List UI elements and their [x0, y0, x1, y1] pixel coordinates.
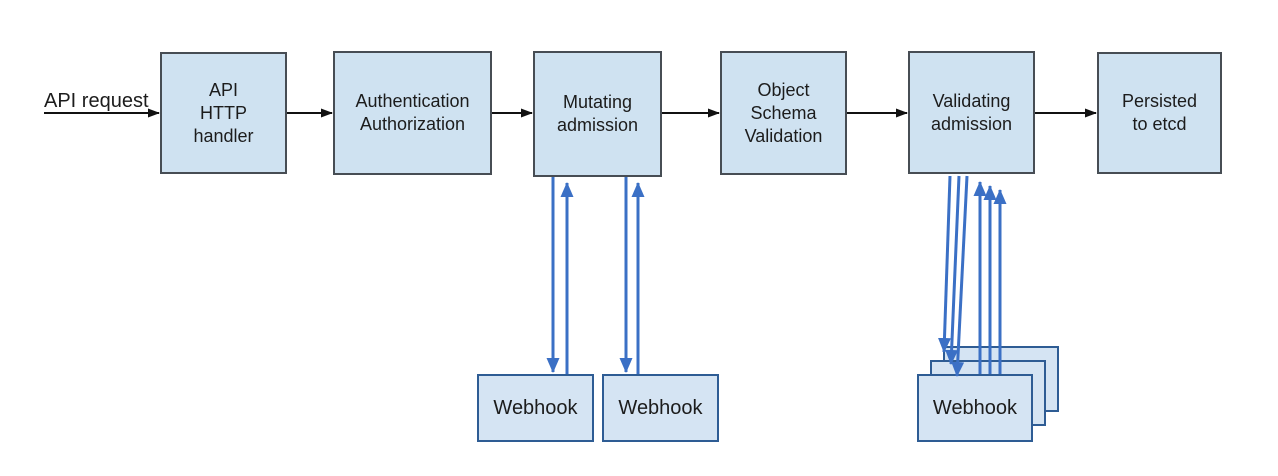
mutating-webhook-box-2: Webhook: [602, 374, 719, 442]
node-label: Object Schema Validation: [744, 79, 823, 146]
node-label: API HTTP handler: [193, 79, 254, 146]
node-api-http-handler: API HTTP handler: [160, 52, 287, 174]
mutating-webhook-box-1: Webhook: [477, 374, 594, 442]
webhook-label: Webhook: [618, 397, 703, 419]
node-label: Authentication Authorization: [355, 91, 470, 134]
webhook-label: Webhook: [932, 397, 1018, 419]
node-mutating-admission: Mutating admission: [533, 51, 662, 177]
validating-down-arrow-1: [937, 175, 952, 353]
node-label: Persisted to etcd: [1121, 91, 1198, 134]
node-authentication-authorization: Authentication Authorization: [333, 51, 492, 175]
node-persisted-to-etcd: Persisted to etcd: [1097, 52, 1222, 174]
webhook-label: Webhook: [493, 397, 578, 419]
validating-webhook-box: Webhook: [917, 374, 1033, 442]
node-validating-admission: Validating admission: [908, 51, 1035, 174]
node-label: Validating admission: [930, 90, 1013, 134]
node-label: Mutating admission: [556, 92, 639, 135]
api-request-label: API request: [44, 90, 149, 112]
validating-down-arrow-2: [945, 175, 961, 365]
node-object-schema-validation: Object Schema Validation: [720, 51, 847, 175]
